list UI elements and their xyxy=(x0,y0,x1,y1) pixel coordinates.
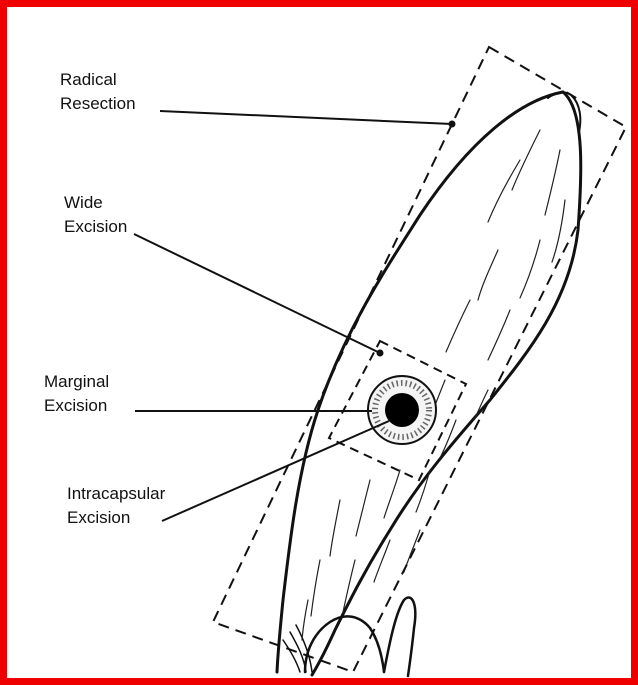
label-radical-line1: Radical xyxy=(60,70,117,89)
radical-leader-dot xyxy=(450,122,455,127)
muscle-fibers xyxy=(302,130,565,640)
surgical-margins-diagram: Radical Resection Wide Excision Marginal… xyxy=(7,7,631,678)
tumor-core xyxy=(385,393,419,427)
label-marginal-line2: Excision xyxy=(44,396,107,415)
label-intracapsular-line2: Excision xyxy=(67,508,130,527)
wide-leader-dot xyxy=(378,351,383,356)
wide-leader xyxy=(134,234,380,353)
label-wide-line2: Excision xyxy=(64,217,127,236)
leader-lines xyxy=(134,111,455,521)
bone-condyle-2 xyxy=(384,598,415,676)
intracapsular-leader xyxy=(162,421,389,521)
label-intracapsular-line1: Intracapsular xyxy=(67,484,166,503)
label-radical-line2: Resection xyxy=(60,94,136,113)
labels: Radical Resection Wide Excision Marginal… xyxy=(44,70,166,527)
radical-leader xyxy=(160,111,452,124)
label-marginal-line1: Marginal xyxy=(44,372,109,391)
lesion xyxy=(368,376,436,444)
muscle-body xyxy=(277,92,581,676)
radical-resection-boundary xyxy=(213,47,626,672)
label-wide-line1: Wide xyxy=(64,193,103,212)
